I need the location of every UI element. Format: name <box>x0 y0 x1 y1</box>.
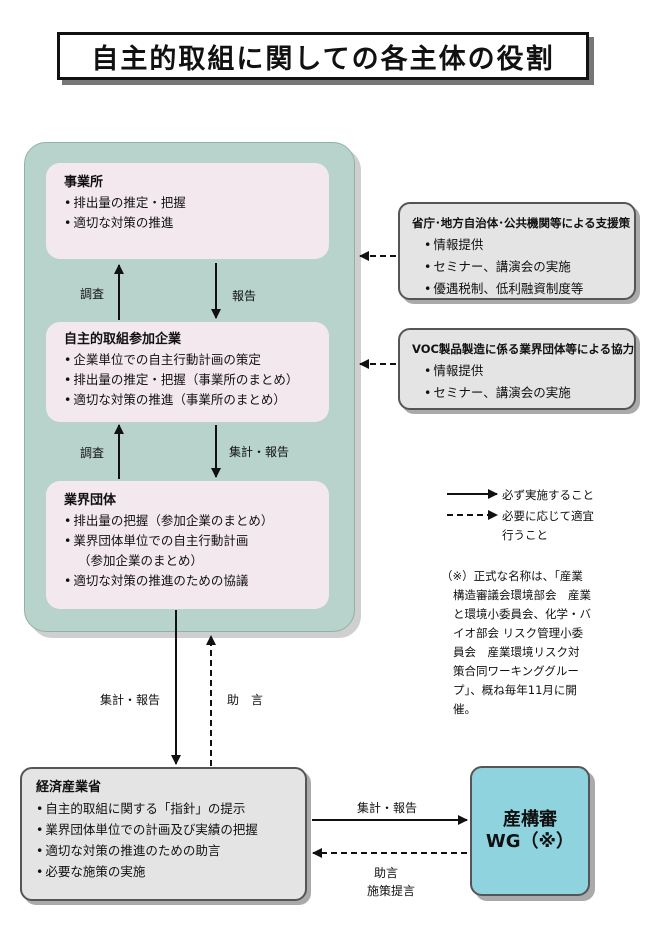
sanka-item: 排出量の推定・把握（事業所のまとめ） <box>64 370 319 390</box>
footnote-line: 策合同ワーキンググルー <box>453 664 579 678</box>
keizai-title: 経済産業省 <box>36 780 102 795</box>
legend-dashed-label-1: 必要に応じて適宜 <box>502 509 594 523</box>
voc-title: VOC製品製造に係る業界団体等による協力 <box>412 342 635 356</box>
page-title: 自主的取組に関しての各主体の役割 <box>91 43 555 75</box>
wg-line2: WG（※） <box>485 831 575 852</box>
sanka-box: 自主的取組参加企業 企業単位での自主行動計画の策定 排出量の推定・把握（事業所の… <box>46 322 329 422</box>
gyokai-item: 適切な対策の推進のための協議 <box>64 571 319 591</box>
shicho-item: 優遇税制、低利融資制度等 <box>412 278 626 300</box>
wg-line1: 産構審 <box>503 809 557 830</box>
gyokai-title: 業界団体 <box>64 493 117 508</box>
gyokai-item: 業界団体単位での自主行動計画 <box>64 531 319 551</box>
shicho-box: 省庁･地方自治体･公共機関等による支援策 情報提供 セミナー、講演会の実施 優遇… <box>398 202 636 300</box>
jigyosho-title: 事業所 <box>64 175 104 190</box>
jigyosho-item: 排出量の推定・把握 <box>64 193 319 213</box>
gyokai-item: （参加企業のまとめ） <box>78 553 204 568</box>
legend-solid-label: 必ず実施すること <box>502 488 594 502</box>
label-chosa-1: 調査 <box>80 287 105 301</box>
footnote-line: イオ部会 リスク管理小委 <box>453 626 584 640</box>
footnote: （※）正式な名称は、「産業 構造審議会環境部会 産業 と環境小委員会、化学・バ … <box>441 567 631 719</box>
label-jogen-2: 助言 <box>374 866 399 880</box>
jigyosho-item: 適切な対策の推進 <box>64 213 319 233</box>
gyokai-box: 業界団体 排出量の把握（参加企業のまとめ） 業界団体単位での自主行動計画 （参加… <box>46 481 329 609</box>
label-shukei-hokoku-1: 集計・報告 <box>229 445 290 459</box>
label-hokoku-1: 報告 <box>232 289 257 303</box>
sanka-item: 適切な対策の推進（事業所のまとめ） <box>64 390 319 410</box>
footnote-line: と環境小委員会、化学・バ <box>453 607 591 621</box>
keizai-item: 業界団体単位での計画及び実績の把握 <box>36 819 297 840</box>
footnote-line: 構造審議会環境部会 産業 <box>453 588 591 602</box>
voc-item: 情報提供 <box>412 360 626 382</box>
voc-item: セミナー、講演会の実施 <box>412 382 626 404</box>
sanka-item: 企業単位での自主行動計画の策定 <box>64 350 319 370</box>
label-jogen-1: 助 言 <box>227 693 264 707</box>
keizai-item: 必要な施策の実施 <box>36 861 297 882</box>
keizai-item: 適切な対策の推進のための助言 <box>36 840 297 861</box>
footnote-line: （※）正式な名称は、「産業 <box>441 569 583 583</box>
label-shisaku: 施策提言 <box>367 884 416 898</box>
label-chosa-2: 調査 <box>80 446 105 460</box>
keizai-item: 自主的取組に関する「指針」の提示 <box>36 798 297 819</box>
wg-box: 産構審 WG（※） <box>470 766 590 896</box>
legend-dashed-label-2: 行うこと <box>502 528 548 542</box>
gyokai-item: 排出量の把握（参加企業のまとめ） <box>64 511 319 531</box>
footnote-line: 催。 <box>453 702 476 716</box>
shicho-item: セミナー、講演会の実施 <box>412 256 626 278</box>
sanka-title: 自主的取組参加企業 <box>64 332 182 347</box>
label-shukei-hokoku-3: 集計・報告 <box>357 801 418 815</box>
footnote-line: 員会 産業環境リスク対 <box>453 645 580 659</box>
title-box: 自主的取組に関しての各主体の役割 <box>57 32 589 80</box>
keizai-box: 経済産業省 自主的取組に関する「指針」の提示 業界団体単位での計画及び実績の把握… <box>20 767 307 901</box>
voc-box: VOC製品製造に係る業界団体等による協力 情報提供 セミナー、講演会の実施 <box>398 328 636 410</box>
label-shukei-hokoku-2: 集計・報告 <box>100 693 161 707</box>
footnote-line: プ」、概ね毎年11月に開 <box>453 683 577 697</box>
shicho-title: 省庁･地方自治体･公共機関等による支援策 <box>412 216 631 230</box>
jigyosho-box: 事業所 排出量の推定・把握 適切な対策の推進 <box>46 163 329 259</box>
shicho-item: 情報提供 <box>412 234 626 256</box>
